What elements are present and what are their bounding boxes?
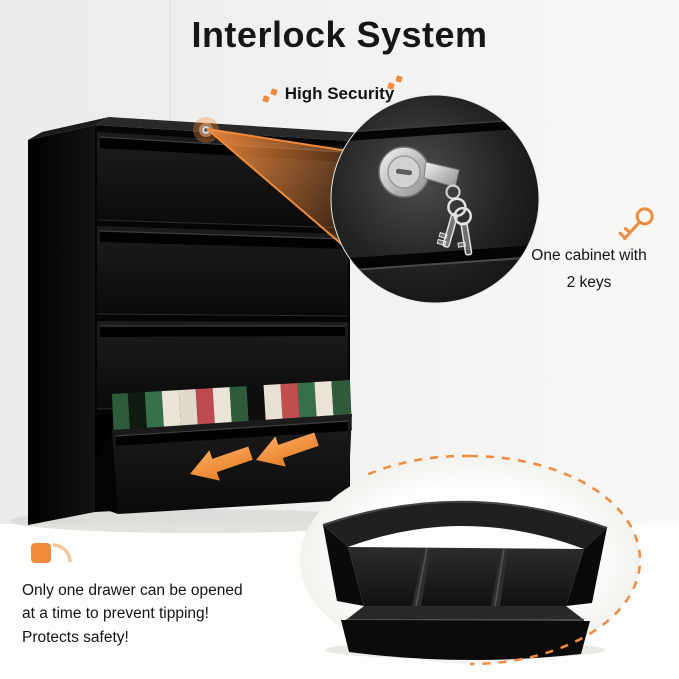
dashed-ellipse-border [361, 454, 471, 479]
key-clip [423, 161, 461, 200]
feature-label: High Security [284, 84, 395, 103]
file-cabinet [10, 117, 390, 533]
arrow-left-icon [256, 432, 319, 467]
subtitle-decoration-icon [262, 75, 403, 103]
drawer-2 [96, 226, 349, 317]
lock-icon [193, 117, 219, 143]
arrow-left-icon [190, 446, 253, 481]
cabinet-side [28, 125, 95, 525]
keys-callout-line2: 2 keys [566, 273, 612, 291]
page-title: Interlock System [191, 14, 488, 55]
keys-callout-line1: One cabinet with [531, 247, 647, 264]
lock-cylinder [378, 146, 430, 198]
key-icon [618, 207, 654, 241]
open-drawer-photo [322, 500, 608, 661]
cabinet-top [95, 117, 364, 141]
dashed-ellipse-border [469, 454, 642, 666]
safety-square-icon [31, 543, 72, 563]
drawer-zoom-inset [300, 454, 642, 666]
lock-zoom-inset [330, 94, 540, 304]
keys-photo [436, 197, 473, 256]
zoom-beam [206, 128, 355, 249]
keys-callout: One cabinet with 2 keys [506, 243, 672, 296]
drawer-dividers [412, 547, 508, 607]
drawer-slide-arrows [190, 432, 319, 481]
cabinet-shadow [10, 509, 390, 533]
safety-note: Only one drawer can be opened at a time … [22, 582, 243, 646]
